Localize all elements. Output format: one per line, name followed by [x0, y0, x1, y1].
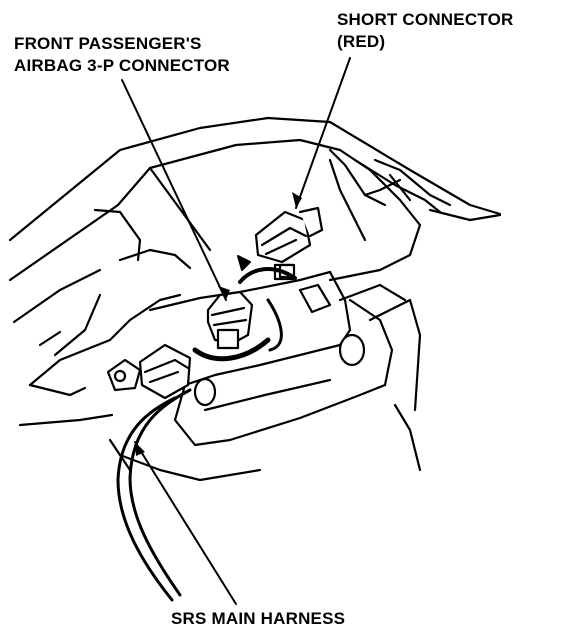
srs-main-harness [116, 388, 192, 602]
label-front-passenger-connector: FRONT PASSENGER'S AIRBAG 3-P CONNECTOR [14, 33, 230, 77]
label-short-connector-line1: SHORT CONNECTOR [337, 10, 514, 29]
leader-short-connector [295, 57, 351, 209]
label-short-connector-line2: (RED) [337, 32, 386, 51]
lower-dash-body [12, 268, 182, 472]
label-short-connector: SHORT CONNECTOR (RED) [337, 9, 513, 53]
label-srs-main-harness-text: SRS MAIN HARNESS [171, 609, 346, 628]
label-srs-main-harness: SRS MAIN HARNESS [171, 608, 345, 630]
leader-srs-harness [134, 441, 237, 605]
leader-front-passenger [121, 79, 227, 301]
short-connector [254, 206, 324, 279]
left-connector [106, 343, 192, 400]
label-front-passenger-line2: AIRBAG 3-P CONNECTOR [14, 56, 230, 75]
dashboard-panel [8, 116, 502, 282]
routing-arrows [237, 255, 297, 352]
front-passenger-connector [192, 290, 271, 362]
leader-lines [121, 57, 351, 605]
label-front-passenger-line1: FRONT PASSENGER'S [14, 34, 202, 53]
right-frame [118, 148, 502, 482]
leader-arrowheads [135, 192, 302, 456]
